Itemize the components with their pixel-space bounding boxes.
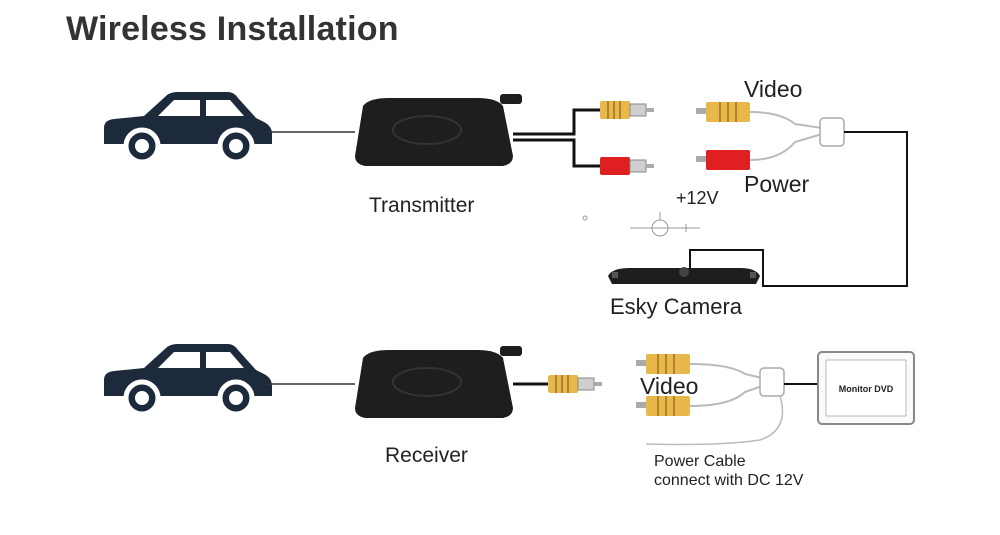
camera-power-connector-icon (696, 150, 750, 170)
dc-jack-icon (582, 212, 700, 237)
monitor-icon: Monitor DVD (817, 351, 915, 425)
power-label: Power (744, 171, 810, 197)
camera-cable (689, 131, 908, 287)
license-plate-camera-icon (608, 267, 760, 284)
plus12v-label: +12V (676, 188, 719, 208)
page-title: Wireless Installation (66, 10, 399, 48)
rca-yellow-connector-icon (547, 374, 603, 394)
camera-video-connector-icon (696, 102, 750, 122)
power-cable (645, 395, 784, 446)
car-icon (104, 344, 272, 414)
power-cable-label-line2: connect with DC 12V (654, 472, 804, 489)
monitor-video-connector-icon (636, 396, 690, 416)
power-cable-label-line1: Power Cable (654, 453, 746, 470)
rca-red-connector-icon (599, 156, 655, 176)
video-label-top: Video (744, 76, 802, 102)
camera-label: Esky Camera (610, 294, 743, 319)
transmitter-label: Transmitter (369, 194, 474, 217)
car-icon (104, 92, 272, 162)
receiver-box-icon (354, 346, 522, 419)
splitter-junction (759, 367, 785, 397)
rca-yellow-connector-icon (599, 100, 655, 120)
receiver-label: Receiver (385, 444, 468, 467)
transmitter-box-icon (354, 94, 522, 167)
video-label-bottom: Video (640, 373, 698, 399)
splitter-junction (819, 117, 845, 147)
monitor-video-connector-icon (636, 354, 690, 374)
monitor-label: Monitor DVD (839, 384, 894, 394)
